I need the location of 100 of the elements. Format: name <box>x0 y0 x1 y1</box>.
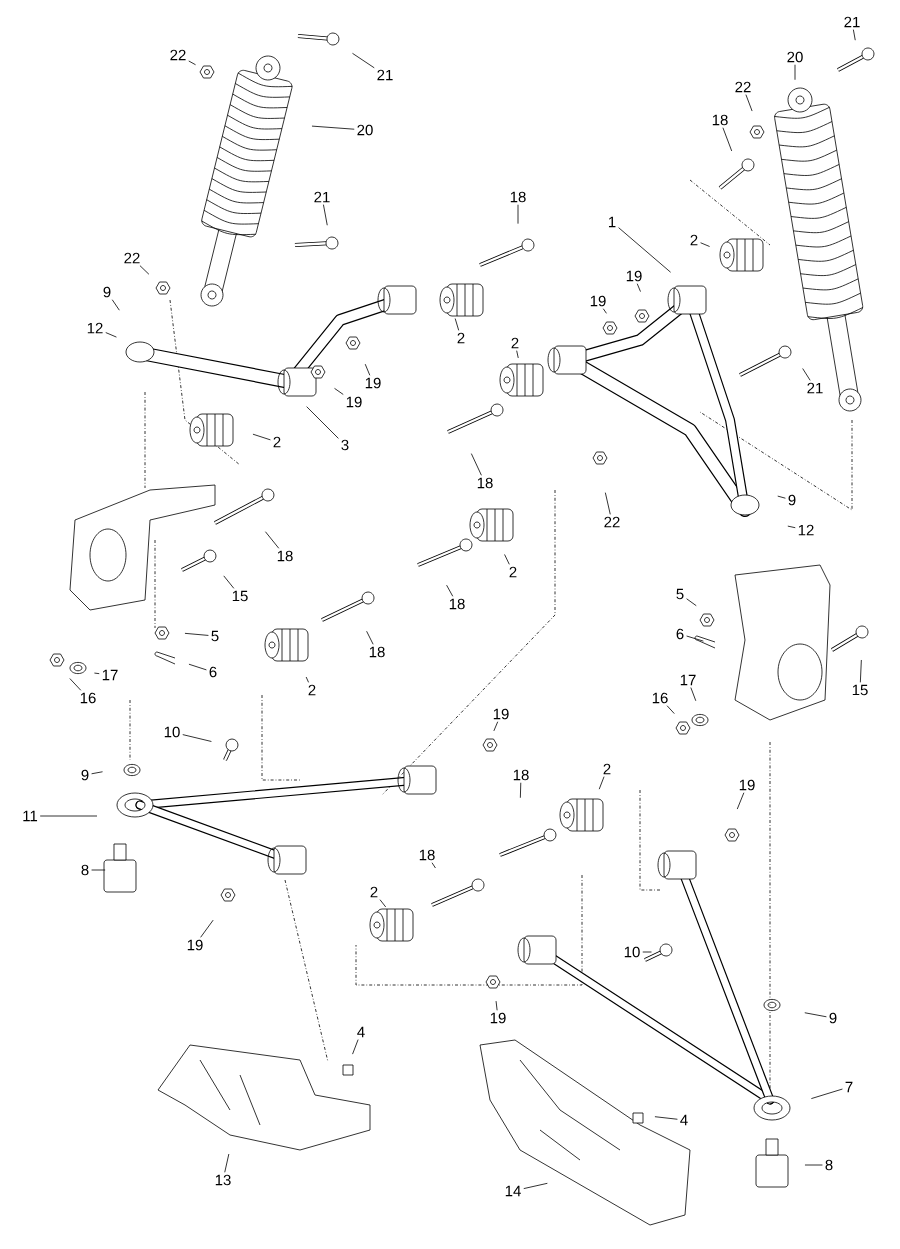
leader-line <box>431 862 436 869</box>
leader-line <box>493 721 499 732</box>
callout-number: 3 <box>341 439 349 451</box>
leader-line <box>690 687 697 702</box>
callout-number: 21 <box>377 69 393 81</box>
leader-line <box>804 1012 827 1018</box>
leader-line <box>188 663 207 671</box>
callout-number: 22 <box>735 81 751 93</box>
callout-number: 11 <box>23 810 38 822</box>
callout-number: 20 <box>357 124 373 136</box>
callout-number: 10 <box>164 726 180 738</box>
callout-number: 18 <box>449 598 465 610</box>
callout-number: 5 <box>211 630 219 642</box>
leader-line <box>184 632 209 636</box>
callout-number: 18 <box>419 849 435 861</box>
callout-number: 12 <box>87 322 103 334</box>
callout-number: 2 <box>370 886 378 898</box>
callout-number: 15 <box>232 590 248 602</box>
leader-line <box>379 899 387 908</box>
leader-line <box>470 453 482 476</box>
leader-line <box>686 635 704 642</box>
callout-number: 21 <box>807 382 823 394</box>
leader-line <box>223 575 235 589</box>
leader-line <box>777 495 786 499</box>
leader-line <box>700 242 710 247</box>
callout-number: 4 <box>357 1026 365 1038</box>
callout-number: 8 <box>81 864 89 876</box>
leader-line <box>504 554 510 565</box>
callout-number: 2 <box>509 566 517 578</box>
leader-line <box>722 127 733 152</box>
callout-number: 19 <box>739 779 755 791</box>
callout-number: 18 <box>277 550 293 562</box>
callout-number: 10 <box>624 946 640 958</box>
callout-number: 1 <box>609 216 616 228</box>
callout-number: 13 <box>215 1174 231 1186</box>
leader-line <box>252 433 271 441</box>
leader-line <box>804 1164 823 1166</box>
leader-line <box>446 584 454 597</box>
callout-number: 19 <box>365 377 381 389</box>
leader-line <box>334 387 344 395</box>
leader-line <box>519 782 522 799</box>
callout-number: 21 <box>844 16 860 28</box>
callout-number: 18 <box>513 769 529 781</box>
callout-number: 9 <box>81 769 89 781</box>
callout-number: 19 <box>590 295 606 307</box>
callout-number: 19 <box>490 1012 506 1024</box>
leader-line <box>654 1116 678 1120</box>
leader-line <box>306 406 339 439</box>
callout-number: 2 <box>457 332 465 344</box>
callout-number: 9 <box>103 286 111 298</box>
leader-line <box>111 299 120 311</box>
callout-number: 18 <box>510 191 526 203</box>
leader-line <box>666 705 675 714</box>
callout-number: 17 <box>102 669 118 681</box>
leader-line <box>352 1039 359 1055</box>
callout-number: 16 <box>80 692 96 704</box>
callout-number: 22 <box>124 252 140 264</box>
callout-number: 6 <box>676 628 684 640</box>
leader-line <box>642 951 652 953</box>
leader-line <box>736 792 745 810</box>
leader-line <box>352 52 375 69</box>
leader-line <box>802 368 811 381</box>
leader-line <box>311 125 355 130</box>
leader-line <box>182 734 212 742</box>
leader-line <box>852 29 856 41</box>
callout-number: 17 <box>680 674 696 686</box>
leader-line <box>364 363 371 376</box>
leader-line <box>636 283 641 292</box>
callout-number: 2 <box>603 763 611 775</box>
leader-line <box>794 64 796 81</box>
callout-number: 18 <box>477 477 493 489</box>
leader-line <box>91 771 103 775</box>
leader-line <box>265 531 280 549</box>
leader-line <box>686 598 697 607</box>
callout-number: 21 <box>314 191 330 203</box>
callout-number: 19 <box>493 708 509 720</box>
callout-number: 20 <box>787 51 803 63</box>
leader-line <box>200 919 214 938</box>
callout-number: 18 <box>369 646 385 658</box>
leader-line <box>94 672 100 675</box>
leader-line <box>810 1088 843 1099</box>
leader-line <box>305 676 309 683</box>
leader-line <box>495 1000 498 1011</box>
leader-line <box>517 204 519 225</box>
callout-number: 9 <box>788 494 796 506</box>
callout-number: 19 <box>626 270 642 282</box>
callout-number: 2 <box>273 436 281 448</box>
callout-number: 7 <box>845 1081 853 1093</box>
callout-number: 19 <box>187 939 203 951</box>
leader-line <box>105 332 117 338</box>
leader-line <box>224 1153 230 1173</box>
leader-line <box>454 318 460 331</box>
leader-line <box>598 776 605 790</box>
leader-line <box>366 630 374 645</box>
callout-number: 4 <box>680 1114 688 1126</box>
callout-number: 16 <box>652 692 668 704</box>
leader-line <box>91 869 106 871</box>
leader-line <box>139 265 150 275</box>
callout-number: 18 <box>712 114 728 126</box>
callout-number: 22 <box>604 516 620 528</box>
